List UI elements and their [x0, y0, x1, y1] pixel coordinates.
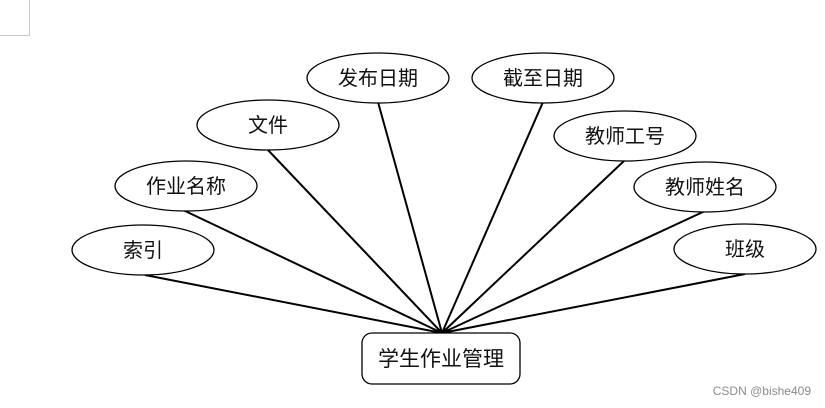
page-corner-mark: [0, 0, 30, 36]
watermark: CSDN @bishe409: [712, 384, 811, 398]
attribute-jiaoshi-xingming: 教师姓名: [633, 161, 777, 213]
attribute-label: 教师工号: [585, 124, 665, 148]
attribute-label: 作业名称: [146, 174, 226, 198]
connector-jiaoshi-xingming: [441, 210, 706, 334]
connector-jiaoshi-gonghao: [441, 159, 626, 334]
attribute-label: 索引: [123, 238, 163, 262]
connector-jiezhi-riqi: [441, 101, 544, 334]
connector-fabu-riqi: [377, 101, 443, 334]
connector-suoyin: [144, 274, 443, 334]
attribute-label: 文件: [248, 113, 288, 137]
entity-box: 学生作业管理: [361, 332, 521, 385]
attribute-fabu-riqi: 发布日期: [306, 52, 450, 104]
attribute-label: 截至日期: [503, 66, 583, 90]
entity-label: 学生作业管理: [378, 347, 504, 371]
attribute-zuoye-mingcheng: 作业名称: [114, 160, 258, 212]
attribute-label: 班级: [725, 237, 765, 261]
attribute-label: 教师姓名: [665, 175, 745, 199]
attribute-jiezhi-riqi: 截至日期: [471, 52, 615, 104]
connector-zuoye-mingcheng: [182, 209, 443, 334]
attribute-label: 发布日期: [338, 66, 418, 90]
attribute-wenjian: 文件: [196, 99, 340, 151]
attribute-suoyin: 索引: [71, 224, 215, 276]
connector-banji: [441, 273, 746, 334]
attribute-banji: 班级: [673, 223, 817, 275]
attribute-jiaoshi-gonghao: 教师工号: [553, 110, 697, 162]
connector-wenjian: [267, 149, 443, 334]
connector-lines: [144, 101, 746, 334]
